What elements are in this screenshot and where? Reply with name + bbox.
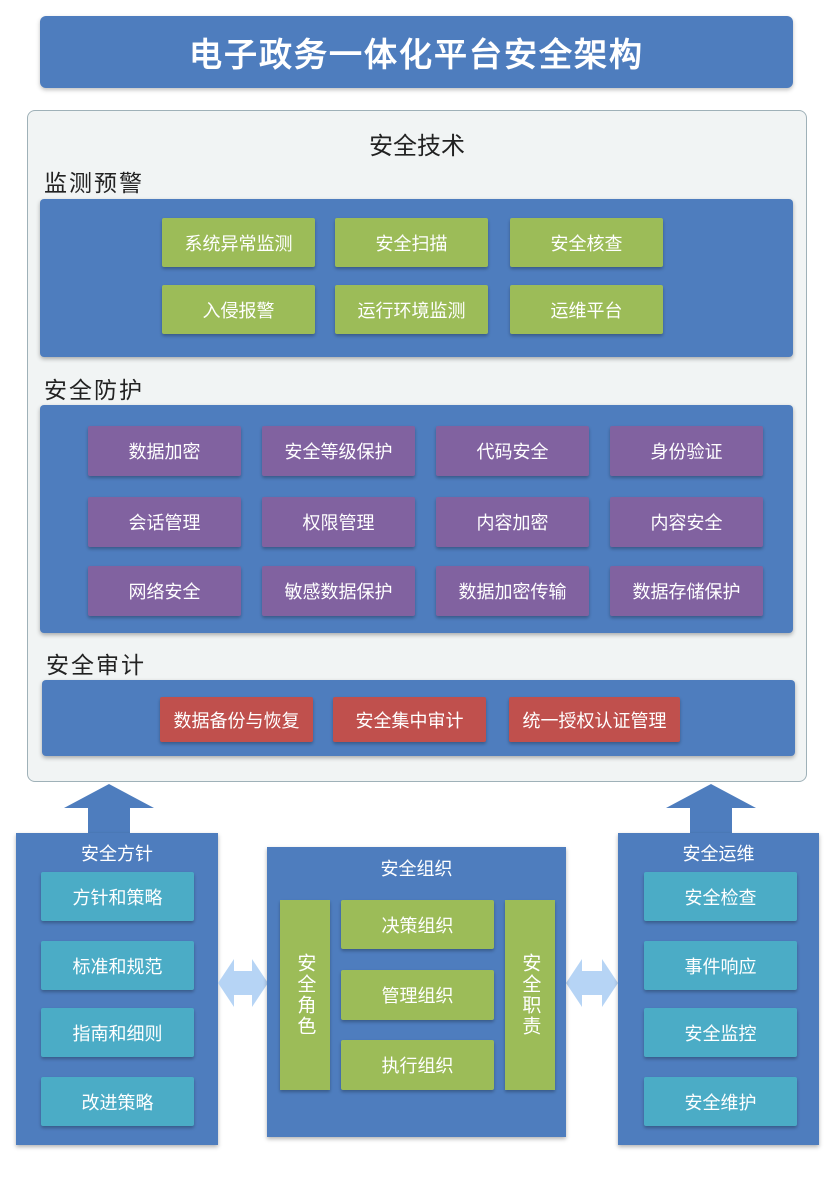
- operations-title: 安全运维: [682, 844, 755, 865]
- protection-item[interactable]: 权限管理: [262, 497, 415, 547]
- monitoring-item[interactable]: 运维平台: [510, 285, 663, 334]
- protection-item[interactable]: 数据存储保护: [610, 566, 763, 616]
- operations-item[interactable]: 安全维护: [644, 1077, 797, 1126]
- protection-item[interactable]: 身份验证: [610, 426, 763, 476]
- up-arrow-icon: [666, 784, 756, 834]
- policy-title: 安全方针: [81, 844, 153, 865]
- audit-label: 安全审计: [46, 653, 146, 679]
- monitoring-item[interactable]: 系统异常监测: [162, 218, 315, 267]
- organization-title: 安全组织: [380, 859, 453, 880]
- operations-item[interactable]: 事件响应: [644, 941, 797, 990]
- protection-item[interactable]: 内容加密: [436, 497, 589, 547]
- monitoring-item[interactable]: 安全扫描: [335, 218, 488, 267]
- organization-item[interactable]: 执行组织: [341, 1040, 494, 1090]
- protection-label: 安全防护: [44, 378, 144, 404]
- monitoring-label: 监测预警: [44, 171, 144, 197]
- policy-item[interactable]: 方针和策略: [41, 872, 194, 921]
- protection-item[interactable]: 敏感数据保护: [262, 566, 415, 616]
- security-role-box[interactable]: 安全角色: [280, 900, 330, 1090]
- policy-item[interactable]: 标准和规范: [41, 941, 194, 990]
- policy-item[interactable]: 改进策略: [41, 1077, 194, 1126]
- security-duty-box[interactable]: 安全职责: [505, 900, 555, 1090]
- protection-item[interactable]: 数据加密传输: [436, 566, 589, 616]
- protection-item[interactable]: 安全等级保护: [262, 426, 415, 476]
- monitoring-item[interactable]: 入侵报警: [162, 285, 315, 334]
- operations-item[interactable]: 安全监控: [644, 1008, 797, 1057]
- double-arrow-icon: [218, 959, 268, 1007]
- up-arrow-icon: [64, 784, 154, 834]
- security-tech-heading: 安全技术: [369, 131, 465, 160]
- monitoring-item[interactable]: 安全核查: [510, 218, 663, 267]
- audit-item[interactable]: 统一授权认证管理: [509, 697, 680, 742]
- protection-item[interactable]: 代码安全: [436, 426, 589, 476]
- operations-item[interactable]: 安全检查: [644, 872, 797, 921]
- protection-item[interactable]: 网络安全: [88, 566, 241, 616]
- policy-item[interactable]: 指南和细则: [41, 1008, 194, 1057]
- organization-item[interactable]: 管理组织: [341, 970, 494, 1020]
- monitoring-item[interactable]: 运行环境监测: [335, 285, 488, 334]
- audit-item[interactable]: 安全集中审计: [333, 697, 486, 742]
- protection-item[interactable]: 内容安全: [610, 497, 763, 547]
- audit-item[interactable]: 数据备份与恢复: [160, 697, 313, 742]
- page-title: 电子政务一体化平台安全架构: [40, 16, 793, 88]
- protection-item[interactable]: 会话管理: [88, 497, 241, 547]
- protection-item[interactable]: 数据加密: [88, 426, 241, 476]
- double-arrow-icon: [566, 959, 618, 1007]
- organization-item[interactable]: 决策组织: [341, 900, 494, 949]
